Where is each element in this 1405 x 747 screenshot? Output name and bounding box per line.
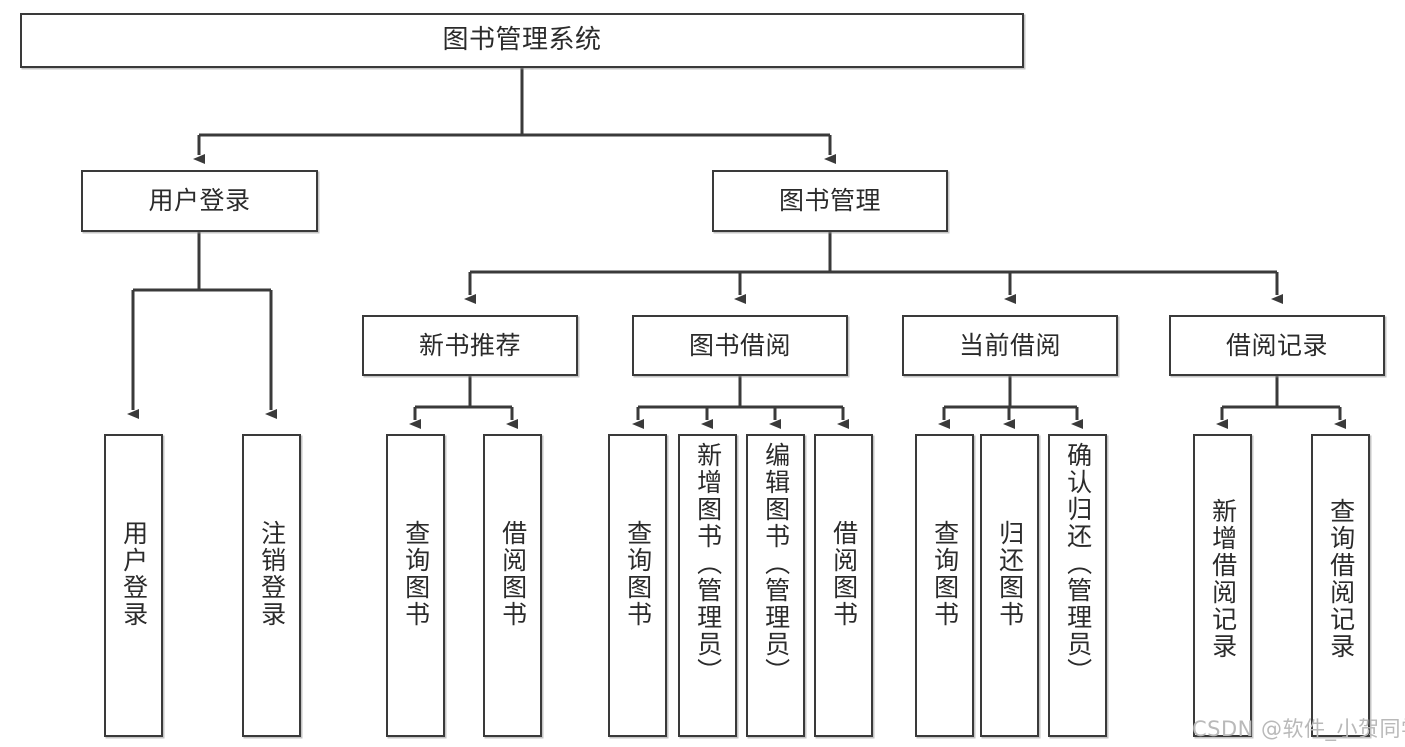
leaf-confirm-return-admin[interactable]: 确认归还（管理员） xyxy=(1048,434,1107,737)
leaf-query-books-recommendation[interactable]: 查询图书 xyxy=(386,434,445,737)
node-label: 借阅图书 xyxy=(498,520,528,628)
node-label: 注销登录 xyxy=(257,520,287,628)
node-label: 查询图书 xyxy=(401,520,431,628)
node-book-management[interactable]: 图书管理 xyxy=(712,170,948,232)
node-label: 当前借阅 xyxy=(958,330,1061,360)
leaf-borrow-books-borrowing[interactable]: 借阅图书 xyxy=(814,434,873,737)
leaf-add-borrow-record[interactable]: 新增借阅记录 xyxy=(1193,434,1252,737)
node-borrow-records[interactable]: 借阅记录 xyxy=(1169,315,1385,376)
node-label: 确认归还（管理员） xyxy=(1063,442,1093,685)
node-label: 新书推荐 xyxy=(418,330,521,360)
node-label: 用户登录 xyxy=(148,186,251,216)
node-label: 图书管理 xyxy=(778,186,881,216)
node-label: 图书管理系统 xyxy=(442,25,602,56)
node-current-borrowing[interactable]: 当前借阅 xyxy=(902,315,1118,376)
node-label: 查询图书 xyxy=(623,520,653,628)
leaf-user-login[interactable]: 用户登录 xyxy=(104,434,163,737)
leaf-edit-book-admin[interactable]: 编辑图书（管理员） xyxy=(746,434,805,737)
node-label: 借阅记录 xyxy=(1225,330,1328,360)
node-label: 用户登录 xyxy=(119,520,149,628)
node-user-login[interactable]: 用户登录 xyxy=(81,170,318,232)
leaf-query-books-borrowing[interactable]: 查询图书 xyxy=(608,434,667,737)
node-new-book-recommendation[interactable]: 新书推荐 xyxy=(362,315,578,376)
node-label: 借阅图书 xyxy=(829,520,859,628)
leaf-query-borrow-record[interactable]: 查询借阅记录 xyxy=(1311,434,1370,737)
node-book-borrowing[interactable]: 图书借阅 xyxy=(632,315,848,376)
node-label: 新增借阅记录 xyxy=(1208,498,1238,660)
leaf-add-book-admin[interactable]: 新增图书（管理员） xyxy=(678,434,737,737)
node-label: 查询借阅记录 xyxy=(1326,498,1356,660)
leaf-return-books[interactable]: 归还图书 xyxy=(980,434,1039,737)
leaf-borrow-books-recommendation[interactable]: 借阅图书 xyxy=(483,434,542,737)
node-label: 图书借阅 xyxy=(688,330,791,360)
node-label: 编辑图书（管理员） xyxy=(761,442,791,685)
node-label: 新增图书（管理员） xyxy=(693,442,723,685)
node-label: 查询图书 xyxy=(930,520,960,628)
node-root-book-management-system[interactable]: 图书管理系统 xyxy=(20,13,1024,68)
watermark-text: CSDN @软件_小贺同学 xyxy=(1192,717,1405,741)
leaf-query-books-current[interactable]: 查询图书 xyxy=(915,434,974,737)
node-label: 归还图书 xyxy=(995,520,1025,628)
leaf-logout[interactable]: 注销登录 xyxy=(242,434,301,737)
